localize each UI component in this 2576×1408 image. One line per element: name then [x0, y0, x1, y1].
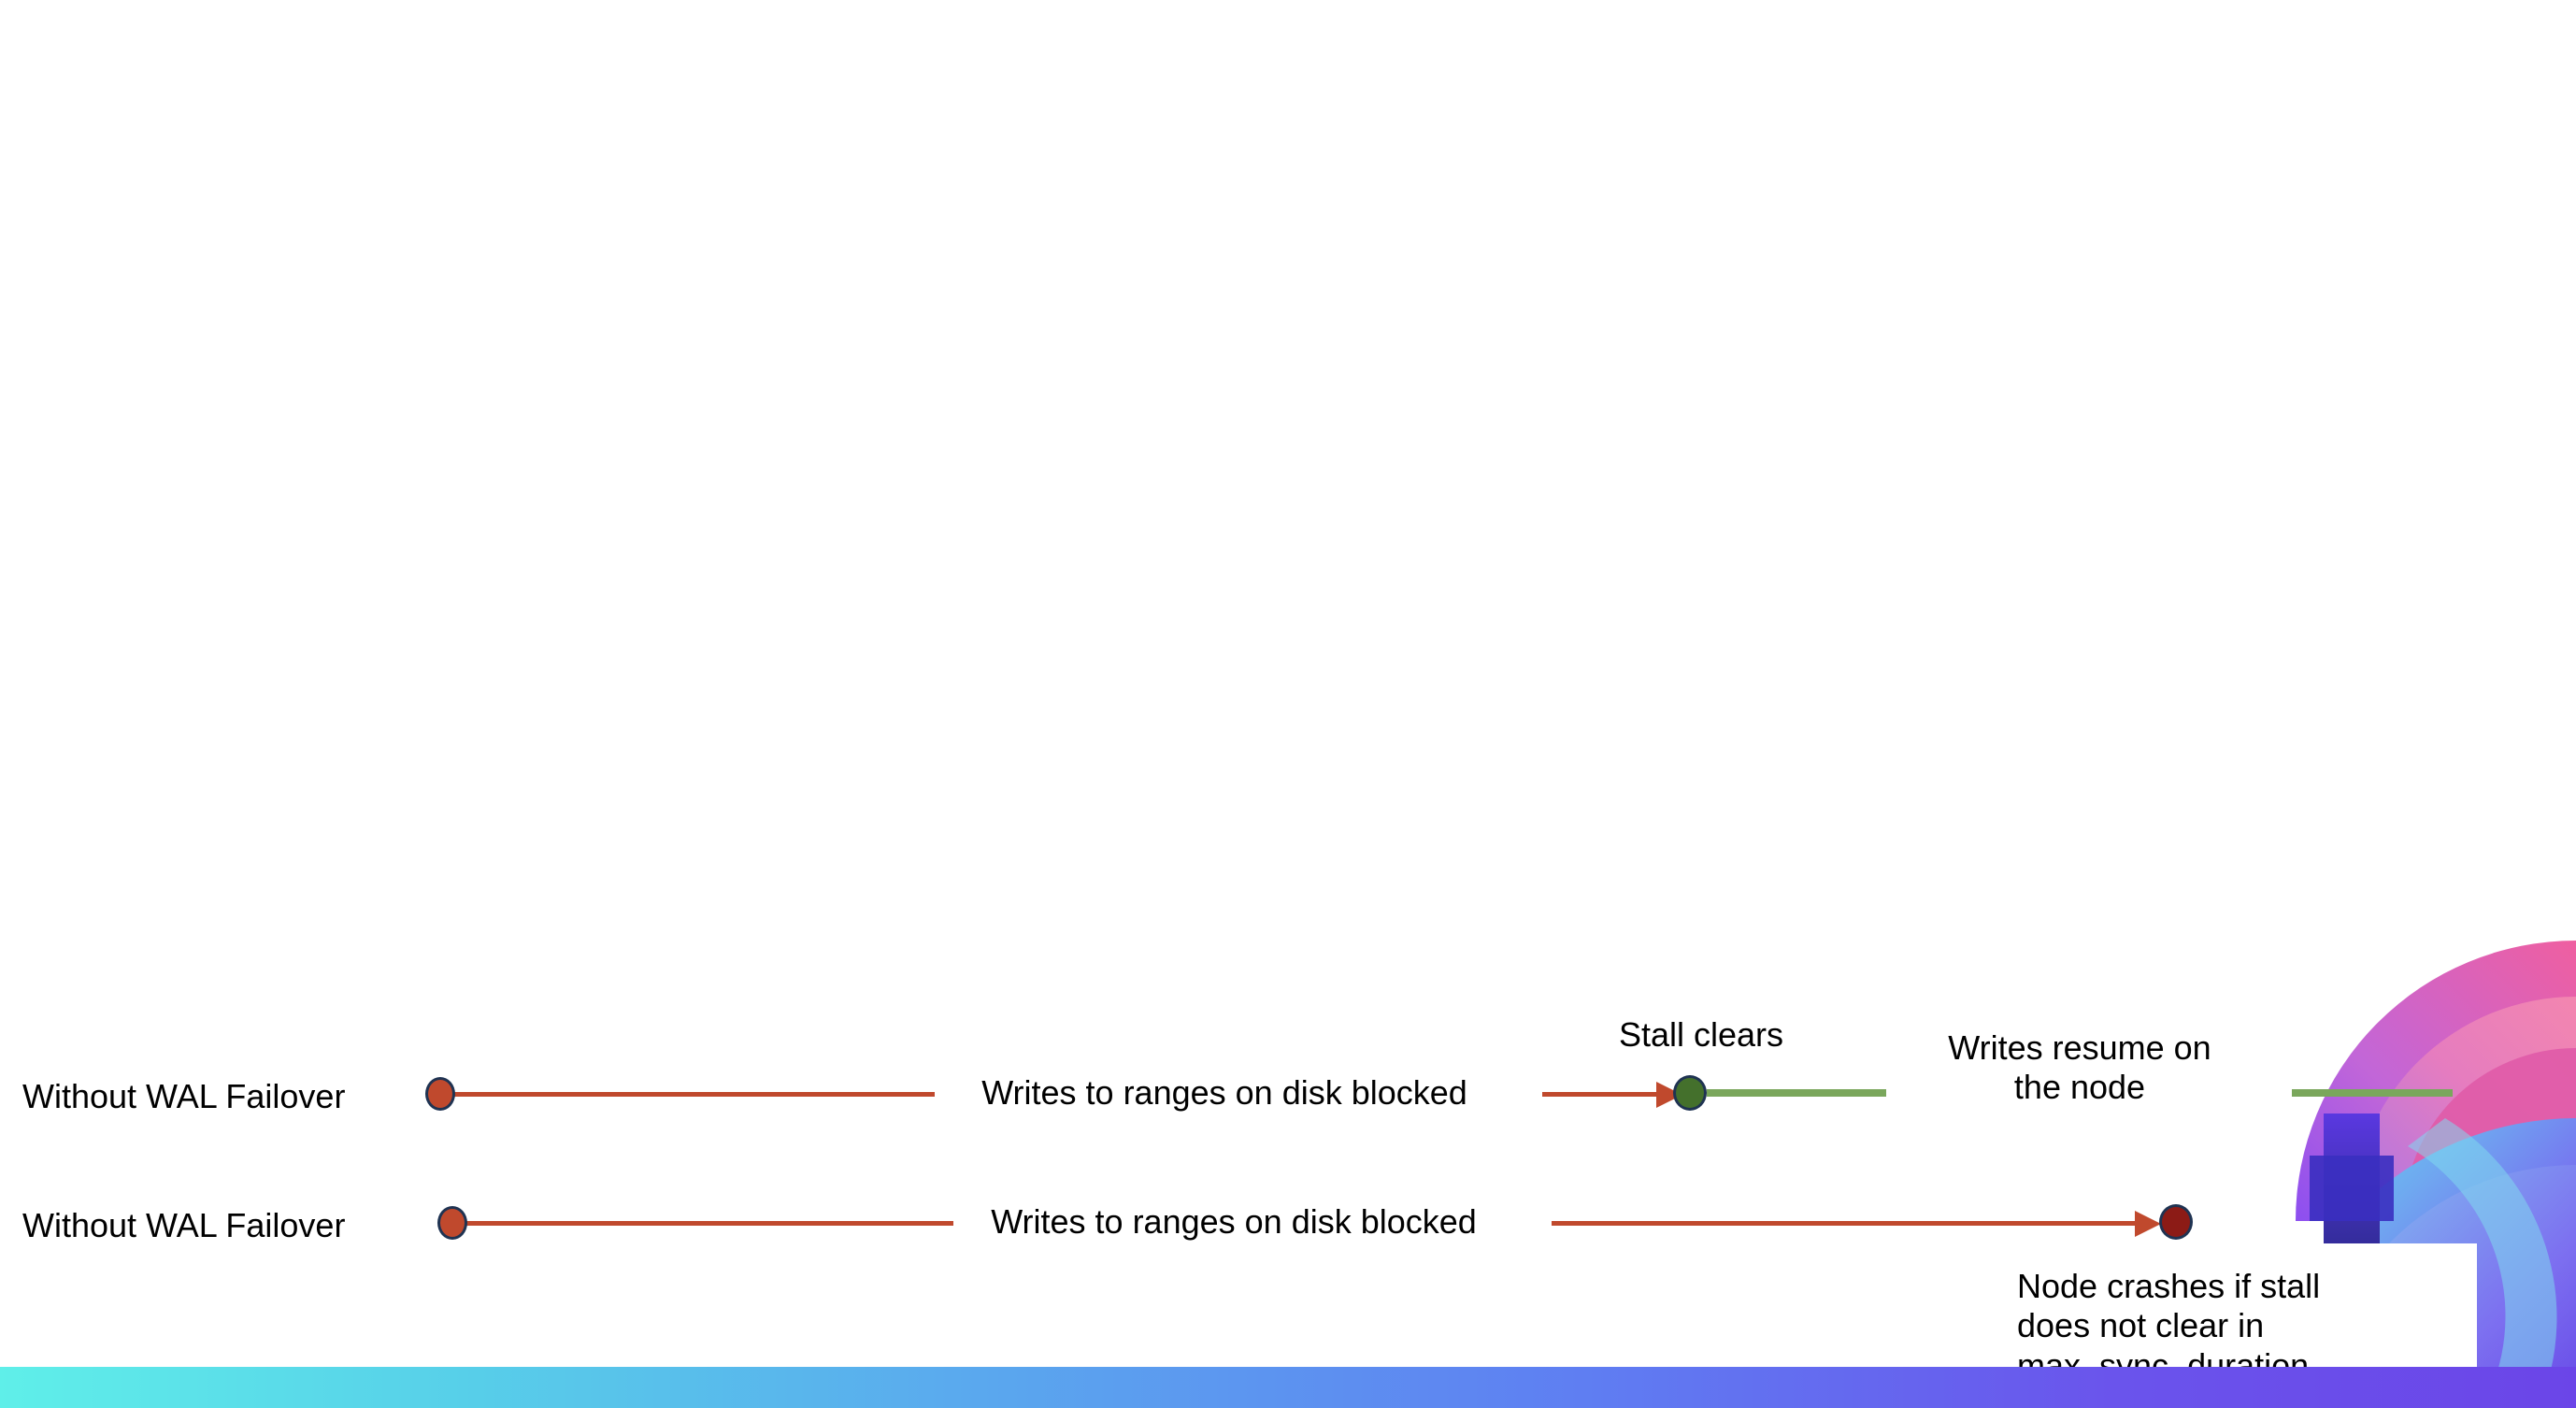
- note-line-2: the node: [2013, 1068, 2146, 1107]
- row-label-without-wal-2: Without WAL Failover: [22, 1206, 346, 1244]
- note-stall-clears-2: Stall clears: [1618, 1015, 1784, 1054]
- marker-stall-start-2: [425, 1077, 455, 1111]
- marker-stall-start-3: [437, 1206, 467, 1240]
- row-label-without-wal-1: Without WAL Failover: [22, 1077, 346, 1115]
- arrow-to-node-crash: [2135, 1211, 2161, 1237]
- note-line-1: Node crashes if stall: [2017, 1267, 2321, 1305]
- marker-stall-cleared-2: [1673, 1075, 1707, 1111]
- note-writes-blocked-2: Writes to ranges on disk blocked: [991, 1202, 1477, 1241]
- note-line-1: Writes resume on: [1948, 1028, 2211, 1067]
- note-writes-resume: Writes resume on the node: [1925, 1028, 2234, 1108]
- bottom-gradient-bar: [0, 1367, 2576, 1408]
- marker-node-crash-2: [2159, 1204, 2193, 1240]
- note-node-crashes-2: Node crashes if stall does not clear in …: [2017, 1267, 2456, 1386]
- note-line-2: does not clear in: [2017, 1306, 2265, 1345]
- deco-mask-left: [0, 0, 1963, 1253]
- deco-mask-left-lower: [0, 1253, 1963, 1346]
- note-writes-blocked-1: Writes to ranges on disk blocked: [981, 1073, 1467, 1112]
